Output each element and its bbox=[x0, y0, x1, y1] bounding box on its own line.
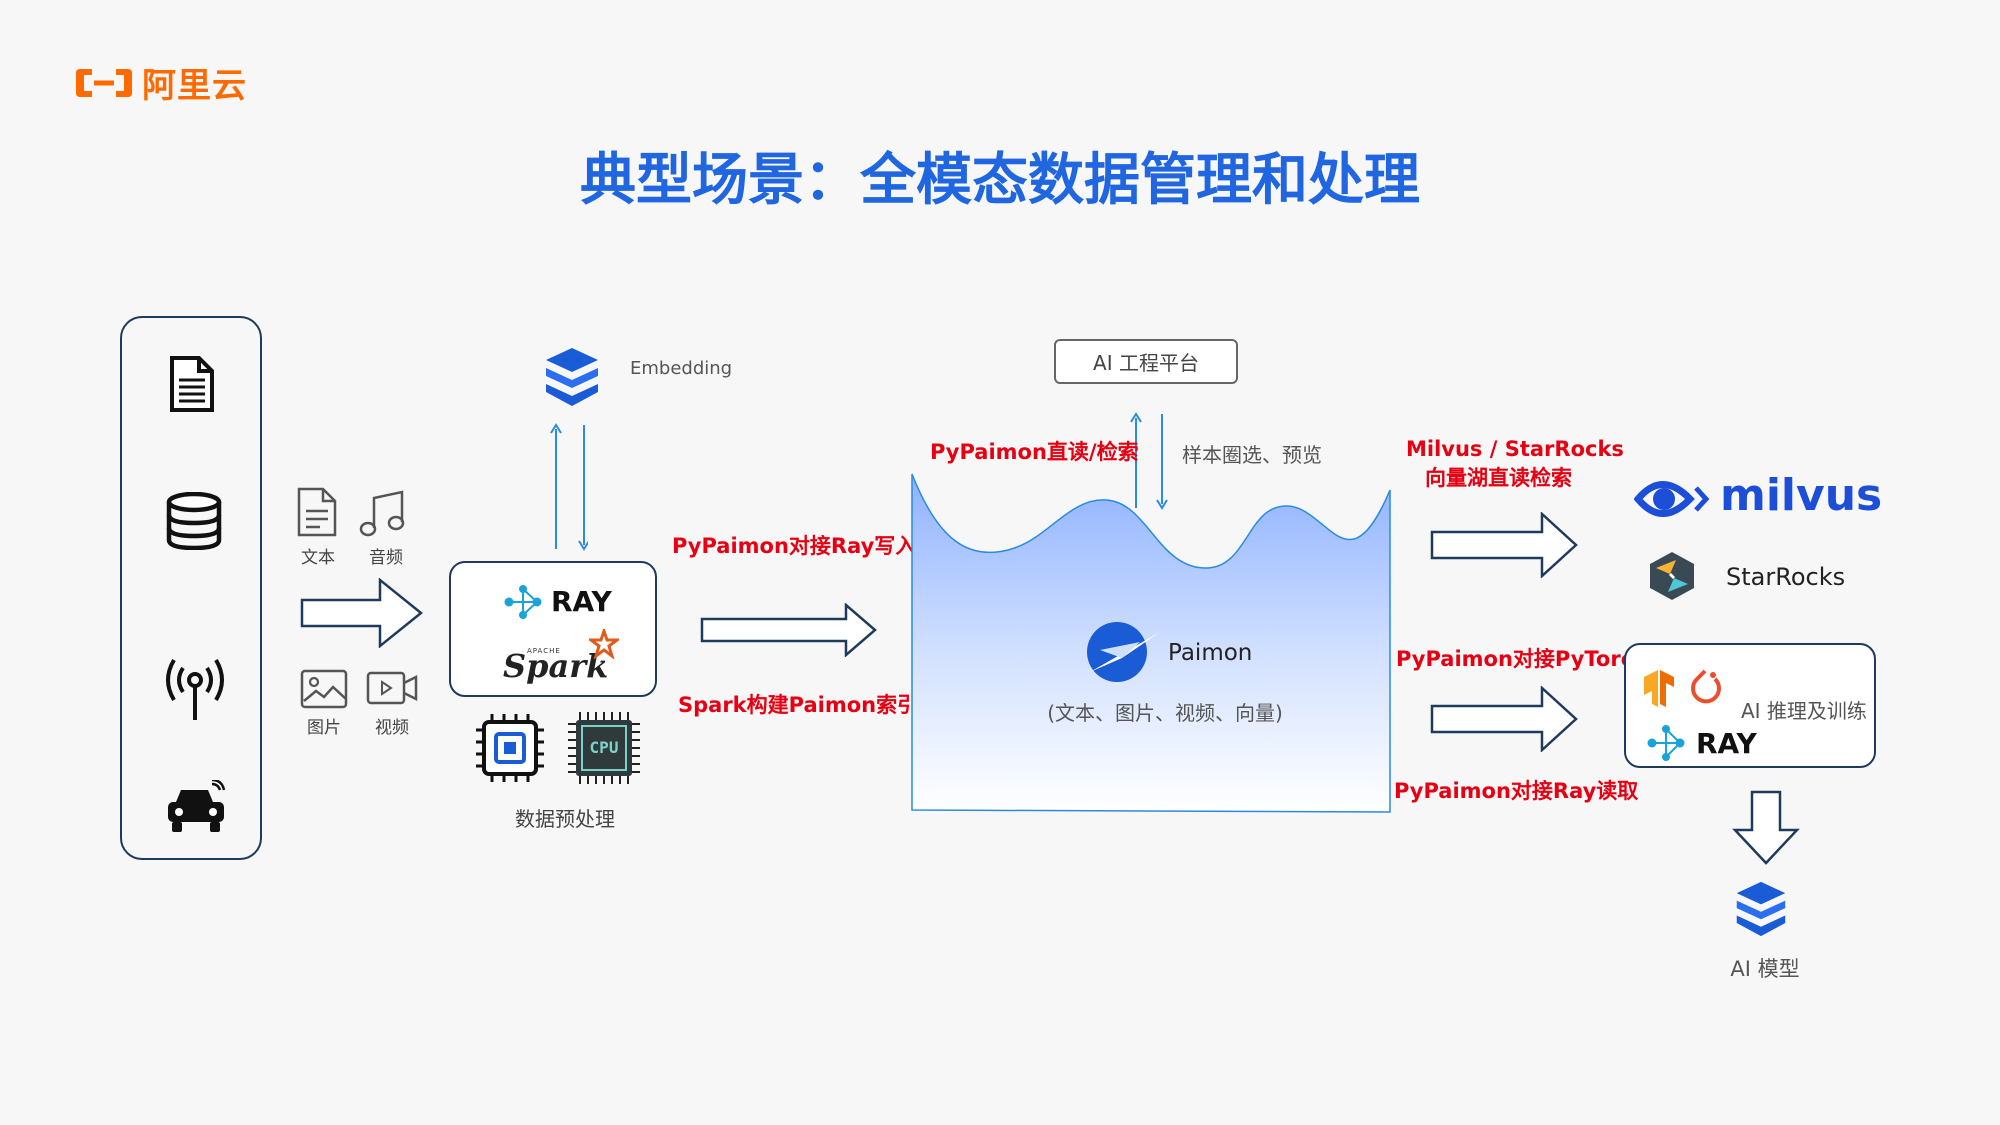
database-icon bbox=[166, 492, 222, 550]
cpu-chip-icon bbox=[568, 712, 640, 784]
spark-label: Spark bbox=[503, 647, 609, 685]
write-ray-label: PyPaimon对接Ray写入 bbox=[672, 534, 917, 558]
arrow-to-milvus bbox=[1430, 512, 1578, 578]
paimon-logo-icon bbox=[1087, 622, 1160, 682]
spark-star-icon bbox=[589, 629, 619, 659]
audio-label: 音频 bbox=[369, 548, 403, 568]
arrow-to-ai-model bbox=[1732, 790, 1800, 865]
ray-label-small: RAY bbox=[1696, 727, 1757, 760]
pytorch-label: PyPaimon对接PyTorch bbox=[1396, 647, 1649, 671]
starrocks-label: StarRocks bbox=[1726, 563, 1846, 591]
aliyun-logo-icon bbox=[76, 68, 132, 97]
aliyun-logo: 阿里云 bbox=[74, 58, 247, 107]
pytorch-icon bbox=[1691, 669, 1721, 704]
platform-bidirectional-arrows bbox=[1130, 412, 1168, 510]
arrow-to-lake bbox=[700, 603, 877, 657]
logo-text: 阿里云 bbox=[142, 66, 247, 106]
spark-index-label: Spark构建Paimon索引 bbox=[678, 693, 919, 717]
cpu-label: CPU bbox=[589, 738, 619, 757]
text-file-icon bbox=[297, 487, 337, 537]
paimon-subtitle: (文本、图片、视频、向量) bbox=[1047, 701, 1283, 725]
embedding-model-icon bbox=[546, 348, 598, 406]
arrow-to-preprocess bbox=[300, 578, 423, 648]
preprocess-engine-box: RAY APACHE Spark bbox=[449, 561, 657, 697]
milvus-read-label-1: Milvus / StarRocks bbox=[1406, 437, 1624, 461]
ai-training-box: AI 推理及训练 RAY bbox=[1624, 643, 1876, 768]
preprocess-caption: 数据预处理 bbox=[515, 807, 615, 831]
ai-platform-box: AI 工程平台 bbox=[1054, 339, 1238, 384]
document-icon bbox=[170, 356, 214, 412]
starrocks-logo-icon bbox=[1650, 552, 1694, 600]
embedding-bidirectional-arrows bbox=[550, 423, 588, 551]
ai-model-label: AI 模型 bbox=[1730, 957, 1800, 981]
paimon-lake-shape bbox=[911, 473, 1391, 813]
ai-model-icon bbox=[1736, 881, 1786, 937]
video-label: 视频 bbox=[375, 718, 409, 738]
antenna-icon bbox=[166, 658, 224, 720]
ray-label: RAY bbox=[551, 585, 612, 618]
milvus-logo-icon bbox=[1634, 481, 1710, 517]
milvus-label: milvus bbox=[1720, 470, 1883, 521]
text-label: 文本 bbox=[301, 548, 335, 568]
image-label: 图片 bbox=[307, 718, 341, 738]
ray-logo-icon bbox=[504, 585, 542, 619]
spark-apache-label: APACHE bbox=[527, 647, 561, 655]
sample-label: 样本圈选、预览 bbox=[1182, 443, 1322, 467]
processor-chip-icon bbox=[476, 714, 544, 782]
milvus-read-label-2: 向量湖直读检索 bbox=[1425, 466, 1572, 490]
image-icon bbox=[300, 669, 348, 709]
data-sources-panel bbox=[120, 316, 262, 860]
paimon-name: Paimon bbox=[1168, 640, 1253, 666]
embedding-label: Embedding bbox=[630, 358, 733, 379]
ai-train-label: AI 推理及训练 bbox=[1741, 699, 1867, 723]
music-note-icon bbox=[359, 490, 405, 537]
car-icon bbox=[168, 780, 226, 832]
page-title: 典型场景：全模态数据管理和处理 bbox=[580, 148, 1420, 213]
direct-read-label: PyPaimon直读/检索 bbox=[930, 440, 1139, 464]
ray-read-label: PyPaimon对接Ray读取 bbox=[1394, 779, 1639, 803]
tensorflow-icon bbox=[1644, 670, 1674, 707]
arrow-to-training bbox=[1430, 686, 1578, 752]
ray-logo-icon-small bbox=[1647, 725, 1685, 761]
video-icon bbox=[366, 671, 418, 705]
